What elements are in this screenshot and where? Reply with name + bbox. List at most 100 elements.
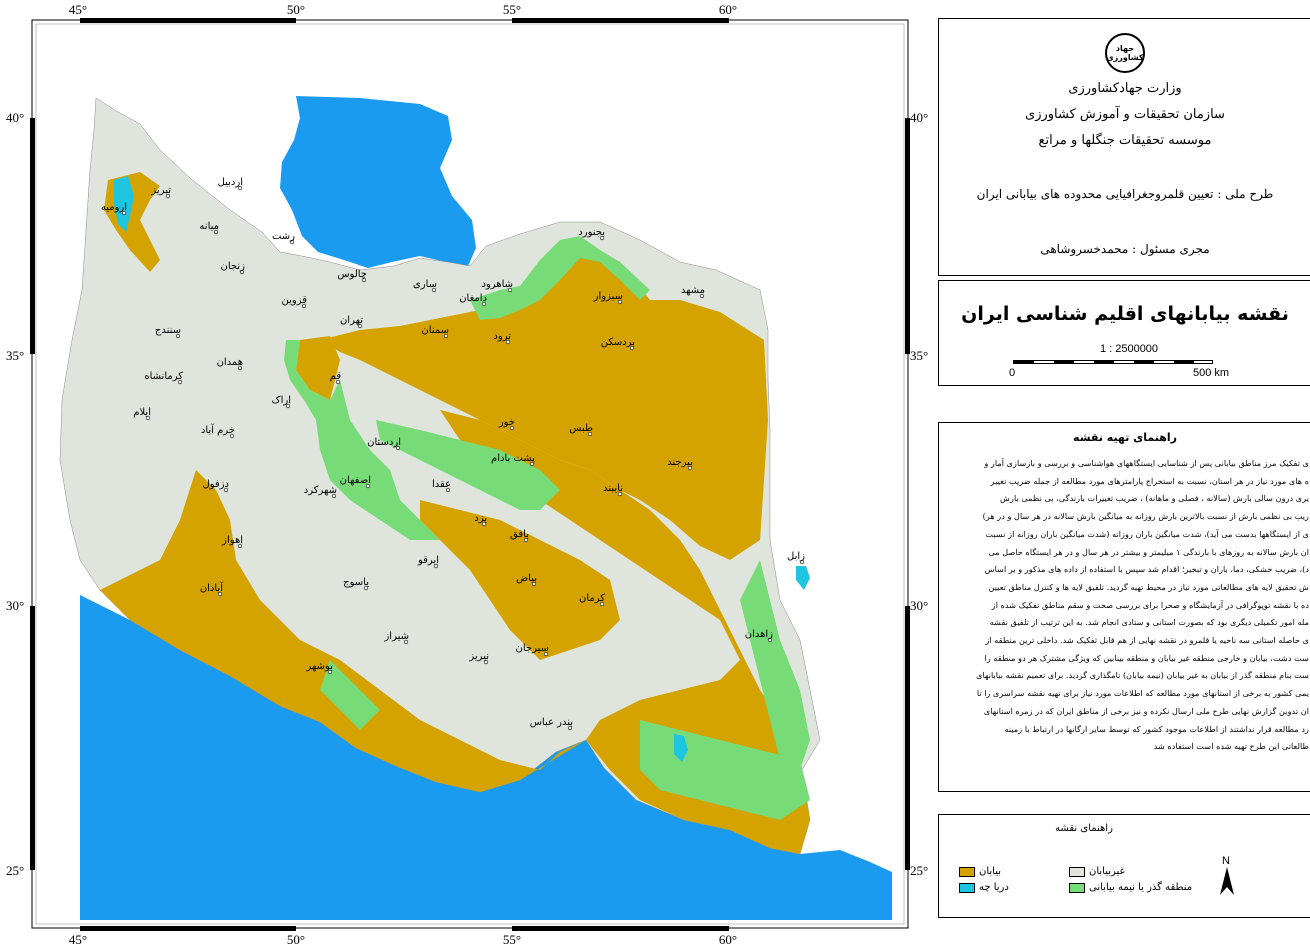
institute-name: موسسه تحقیقات جنگلها و مراتع bbox=[1038, 133, 1212, 148]
ministry-name: وزارت جهادکشاورزی bbox=[1068, 81, 1182, 96]
city-dot-sirjan bbox=[543, 651, 549, 657]
svg-text:35°: 35° bbox=[910, 348, 928, 363]
city-label-zanjan: زنجان bbox=[221, 261, 246, 272]
city-dot-bojnurd bbox=[599, 235, 605, 241]
city-dot-tehran bbox=[357, 323, 363, 329]
svg-text:35°: 35° bbox=[6, 348, 24, 363]
city-label-yazd: یزد bbox=[474, 513, 487, 524]
city-dot-dezful bbox=[223, 487, 229, 493]
city-label-sanandaj: سنندج bbox=[155, 325, 181, 336]
city-label-torud: ترود bbox=[493, 331, 511, 342]
city-label-shiraz: شیراز bbox=[383, 631, 409, 642]
city-dot-isfahan bbox=[365, 483, 371, 489]
city-dot-poshtbadam bbox=[529, 461, 535, 467]
city-dot-birjand bbox=[687, 465, 693, 471]
guide-line: ی از ایستگاهها بدست می آید)، شدت میانگین… bbox=[985, 528, 1309, 539]
svg-text:25°: 25° bbox=[6, 863, 24, 878]
lakes bbox=[114, 176, 810, 762]
city-label-birjand: بیرجند bbox=[667, 457, 693, 468]
legend-label-transition: منطقه گذر یا نیمه بیابانی bbox=[1089, 882, 1193, 893]
guide-line: ش تحقیق لایه های مطالعاتی مورد نیاز در م… bbox=[988, 581, 1309, 592]
city-label-ardabil: اردبیل bbox=[218, 177, 243, 188]
city-dot-neyriz bbox=[483, 659, 489, 665]
guide-line: ان بارش سالانه به روزهای با بارندگی ۱ می… bbox=[988, 546, 1309, 557]
city-label-bushehr: بوشهر bbox=[306, 661, 333, 672]
city-dot-yazd bbox=[481, 521, 487, 527]
city-label-yasuj: یاسوج bbox=[343, 577, 369, 588]
city-label-semnan: سمنان bbox=[421, 325, 449, 336]
guide-line: ده با نقشه توپوگرافی در آزمایشگاه و صحرا… bbox=[991, 599, 1309, 610]
project-executor: مجری مسئول : محمدخسروشاهی bbox=[1040, 242, 1210, 256]
graticule-bars bbox=[30, 18, 910, 931]
legend-swatch-non-desert bbox=[1069, 867, 1085, 877]
city-label-khorramabad: خرم آباد bbox=[201, 423, 235, 436]
city-dot-khur bbox=[509, 425, 515, 431]
scale-bar bbox=[1013, 360, 1213, 364]
city-dot-yasuj bbox=[363, 585, 369, 591]
svg-text:60°: 60° bbox=[719, 932, 737, 947]
legend-swatch-transition bbox=[1069, 883, 1085, 893]
city-label-hamedan: همدان bbox=[217, 357, 243, 368]
guide-line: یمی کشور به برخی از استانهای مورد مطالعه… bbox=[976, 688, 1309, 699]
guide-line: ست دشت، بیابان و خارجی منطقه غیر بیابان … bbox=[984, 652, 1309, 663]
city-dot-qom bbox=[335, 379, 341, 385]
legend-label-lake: دریا چه bbox=[979, 882, 1009, 893]
svg-text:25°: 25° bbox=[910, 863, 928, 878]
city-label-arak: اراک bbox=[272, 395, 291, 406]
city-dot-semnan bbox=[443, 333, 449, 339]
city-dot-ardestan bbox=[395, 445, 401, 451]
map-inner-frame bbox=[35, 23, 905, 925]
north-arrow-icon bbox=[1220, 867, 1234, 895]
city-dot-ilam bbox=[145, 415, 151, 421]
city-label-sirjan: سیرجان bbox=[516, 643, 550, 654]
city-dot-zanjan bbox=[239, 269, 245, 275]
city-label-sabzevar: سبزوار bbox=[593, 291, 623, 302]
svg-text:30°: 30° bbox=[910, 598, 928, 613]
city-dot-sari bbox=[431, 287, 437, 293]
city-label-chalus: چالوس bbox=[337, 269, 367, 280]
city-dot-tabriz bbox=[165, 193, 171, 199]
city-label-mianeh: میانه bbox=[199, 221, 219, 232]
city-dot-arak bbox=[285, 403, 291, 409]
logo-text: جهاد کشاورزی bbox=[1106, 44, 1144, 62]
guide-heading: راهنمای تهیه نقشه bbox=[1073, 431, 1177, 444]
city-label-qom: قم bbox=[330, 371, 342, 382]
city-dot-shahrekord bbox=[331, 493, 337, 499]
svg-text:50°: 50° bbox=[287, 932, 305, 947]
city-dot-chalus bbox=[361, 277, 367, 283]
top-ticks: 45° 50° 55° 60° bbox=[69, 2, 737, 17]
city-label-sari: ساری bbox=[413, 279, 437, 290]
city-dot-bardaskan bbox=[629, 345, 635, 351]
map-title: نقشه بیابانهای اقلیم شناسی ایران bbox=[961, 303, 1289, 325]
city-label-neyriz: نیریز bbox=[468, 651, 489, 662]
city-label-kerman: کرمان bbox=[579, 593, 605, 604]
guide-line: ی حاصله استانی سه ناحیه یا قلمرو در نقشه… bbox=[985, 635, 1309, 646]
city-label-bafq: بافق bbox=[510, 529, 529, 540]
guide-line: یری درون سالی بارش (سالانه ، فصلی و ماها… bbox=[1000, 493, 1309, 504]
svg-text:60°: 60° bbox=[719, 2, 737, 17]
city-dot-shahrud bbox=[507, 287, 513, 293]
guide-box: راهنمای تهیه نقشه ی تفکیک مرز مناطق بیاب… bbox=[938, 422, 1310, 792]
city-label-isfahan: اصفهان bbox=[340, 475, 371, 486]
city-label-ardestan: اردستان bbox=[367, 437, 401, 448]
legend-heading: راهنمای نقشه bbox=[1055, 823, 1113, 834]
city-dot-mianeh bbox=[213, 229, 219, 235]
svg-text:40°: 40° bbox=[6, 110, 24, 125]
legend-label-desert: بیابان bbox=[979, 866, 1002, 877]
title-box: نقشه بیابانهای اقلیم شناسی ایران 1 : 250… bbox=[938, 280, 1310, 386]
city-label-aghda: عقدا bbox=[432, 479, 451, 490]
city-dot-abadan bbox=[217, 591, 223, 597]
legend-label-non-desert: غیربیابان bbox=[1089, 866, 1125, 877]
scale-end: 500 km bbox=[1193, 367, 1230, 379]
city-label-shahrud: شاهرود bbox=[482, 279, 514, 290]
city-label-rasht: رشت bbox=[272, 231, 295, 242]
guide-line: ست بنام منطقه گذر از بیابان به غیر بیابا… bbox=[976, 670, 1309, 681]
city-dot-torud bbox=[505, 339, 511, 345]
svg-text:45°: 45° bbox=[69, 932, 87, 947]
city-label-tehran: تهران bbox=[340, 315, 363, 326]
city-label-shahrekord: شهرکرد bbox=[304, 485, 337, 496]
city-label-damghan: دامغان bbox=[459, 293, 487, 304]
city-label-ilam: ایلام bbox=[133, 407, 151, 418]
persian-gulf-and-oman-sea bbox=[80, 595, 892, 920]
city-dot-ahvaz bbox=[237, 543, 243, 549]
